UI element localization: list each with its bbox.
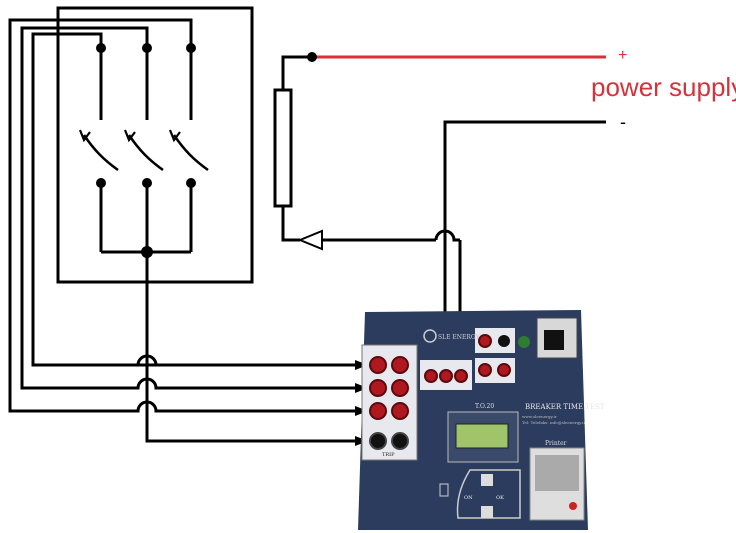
brand-logo xyxy=(423,329,437,343)
contact-1 xyxy=(78,48,119,172)
resistor-lead-bottom xyxy=(281,206,300,242)
common-socket-b xyxy=(391,432,409,450)
contact-3 xyxy=(168,48,209,172)
power-inlet xyxy=(536,317,578,359)
trip-sockets xyxy=(369,356,409,420)
keypad-down xyxy=(481,506,493,518)
breaker-enclosure xyxy=(56,6,254,284)
resistor-lead-top xyxy=(281,55,312,90)
plus-sign: + xyxy=(618,47,627,64)
device-subtitle-2: Tel: Telefaks: info@sleenergy.ir xyxy=(522,420,585,425)
battery-indicator xyxy=(439,483,449,497)
port-label: TRIP xyxy=(382,452,395,458)
wire-pole-2 xyxy=(20,26,355,390)
minus-sign: - xyxy=(620,112,626,132)
power-circuit xyxy=(273,52,606,360)
power-supply-label: power supply xyxy=(591,72,736,102)
junction-dots xyxy=(96,43,196,258)
wire-pole-3 xyxy=(8,18,355,413)
printer-label: Printer xyxy=(545,440,567,447)
device-title: BREAKER TIME TEST xyxy=(525,403,605,411)
brand-text: SLE ENERGY xyxy=(438,334,481,341)
device-subtitle-1: www.sleenergy.ir xyxy=(522,414,557,419)
keypad-left: ON xyxy=(464,495,473,501)
keypad-right: OK xyxy=(496,495,504,501)
ground-terminal xyxy=(518,336,530,348)
return-arrow xyxy=(297,229,323,251)
negative-line xyxy=(443,120,606,347)
keypad-up xyxy=(481,474,493,486)
time-label: T.O.20 xyxy=(475,403,494,410)
lcd-display xyxy=(455,423,509,449)
wire-common xyxy=(145,252,355,443)
keypad-border xyxy=(456,469,521,519)
wire-pole-1 xyxy=(31,32,355,367)
resistor xyxy=(273,88,293,208)
circuit-breaker xyxy=(8,6,355,443)
breaker-time-tester: TRIP SLE ENERGY BREAKER TIME TEST www.sl… xyxy=(358,310,605,530)
common-socket-a xyxy=(369,432,387,450)
contact-2 xyxy=(123,48,164,172)
